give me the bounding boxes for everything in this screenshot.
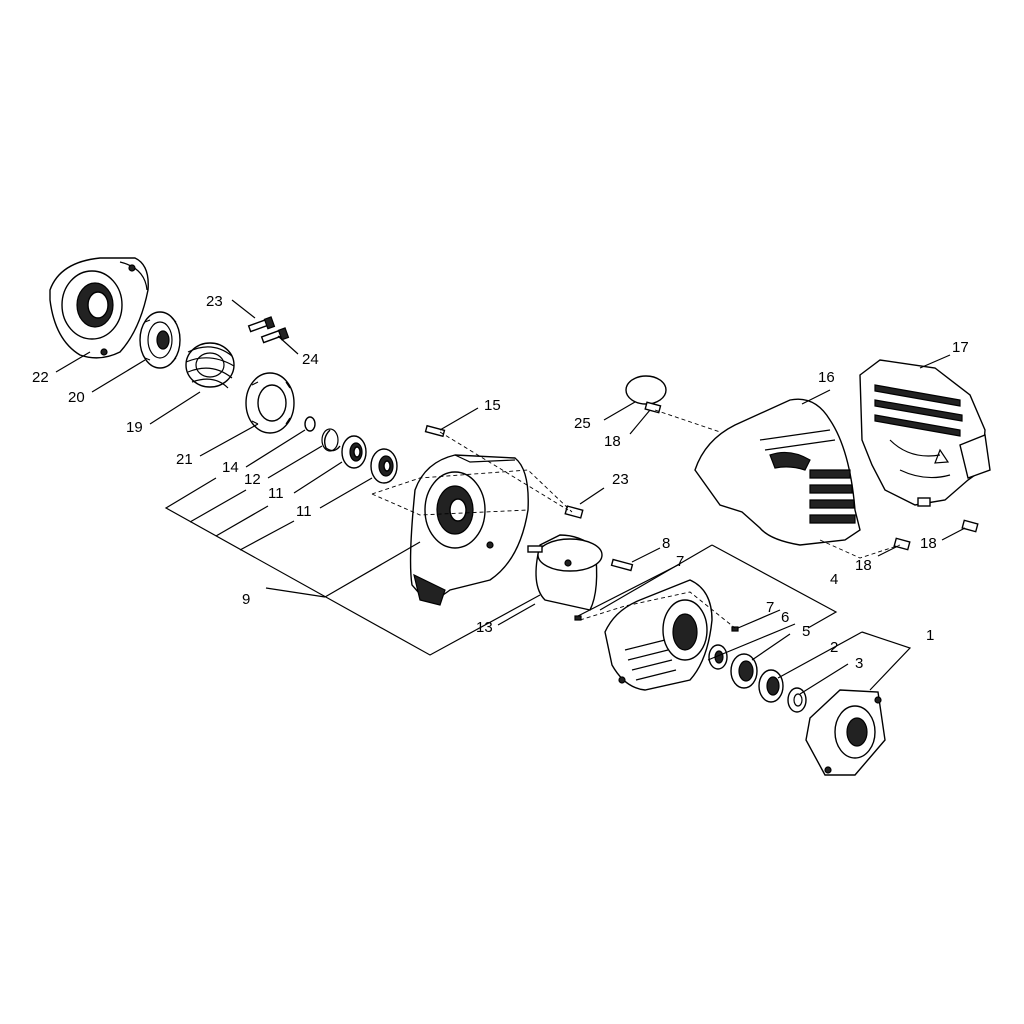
callout-22: 22 [32, 369, 49, 386]
assembly-guides [371, 409, 901, 629]
callout-15: 15 [484, 397, 501, 414]
part-21-ring [245, 372, 295, 434]
callout-12: 12 [244, 471, 261, 488]
callout-2: 2 [830, 639, 838, 656]
callout-23-upper: 23 [206, 293, 223, 310]
part-18-screw-right [961, 519, 979, 533]
part-9-clutch-housing [409, 454, 529, 606]
part-14-circlip [304, 416, 316, 432]
callout-13: 13 [476, 619, 493, 636]
callout-25: 25 [574, 415, 591, 432]
callout-16: 16 [818, 369, 835, 386]
part-15-bolt [424, 424, 446, 438]
part-18-screw-mid [893, 537, 911, 551]
callout-7-top: 7 [676, 553, 684, 570]
callout-20: 20 [68, 389, 85, 406]
callout-18-upper: 18 [604, 433, 621, 450]
part-24-bolt [260, 327, 290, 344]
part-18-screw-upper [644, 401, 662, 414]
callout-5: 5 [802, 623, 810, 640]
part-5-bearing [730, 653, 758, 689]
leader-lines [55, 299, 966, 695]
part-23-bolt-upper [247, 316, 276, 333]
part-11-bearing-b [370, 448, 398, 484]
part-2-bearing [758, 669, 784, 703]
part-7-pin-a [574, 615, 582, 621]
part-16-engine-cover [694, 398, 861, 546]
part-25-gasket [625, 375, 667, 405]
part-1-housing [805, 689, 886, 776]
part-3-oil-seal [787, 687, 807, 713]
callout-4: 4 [830, 571, 838, 588]
callout-23-middle: 23 [612, 471, 629, 488]
part-19-spring [185, 342, 235, 389]
part-8-bolt [610, 558, 634, 572]
callout-18-right: 18 [920, 535, 937, 552]
part-20-pawl-ring [139, 311, 181, 369]
callout-7-side: 7 [766, 599, 774, 616]
part-5-seal [708, 644, 728, 670]
part-6-crankcase [604, 579, 713, 691]
callout-21: 21 [176, 451, 193, 468]
part-13-clutch-drum [527, 534, 603, 611]
callout-9: 9 [242, 591, 250, 608]
part-12-snap-ring [321, 428, 341, 452]
callout-11-a: 11 [268, 485, 284, 502]
part-7-pin-b [731, 626, 739, 632]
callout-6: 6 [781, 609, 789, 626]
callout-labels: 1 2 3 4 5 6 7 7 8 9 11 11 12 13 14 15 16… [32, 293, 969, 672]
part-22-starter-cover [49, 257, 149, 359]
callout-8: 8 [662, 535, 670, 552]
callout-3: 3 [855, 655, 863, 672]
callout-24: 24 [302, 351, 319, 368]
part-11-bearing-a [341, 435, 367, 469]
callout-17: 17 [952, 339, 969, 356]
callout-1: 1 [926, 627, 934, 644]
callout-18-mid: 18 [855, 557, 872, 574]
callout-14: 14 [222, 459, 239, 476]
callout-19: 19 [126, 419, 143, 436]
part-23-bolt-middle [564, 505, 584, 519]
part-17-shroud [859, 359, 991, 507]
callout-11-b: 11 [296, 503, 312, 520]
